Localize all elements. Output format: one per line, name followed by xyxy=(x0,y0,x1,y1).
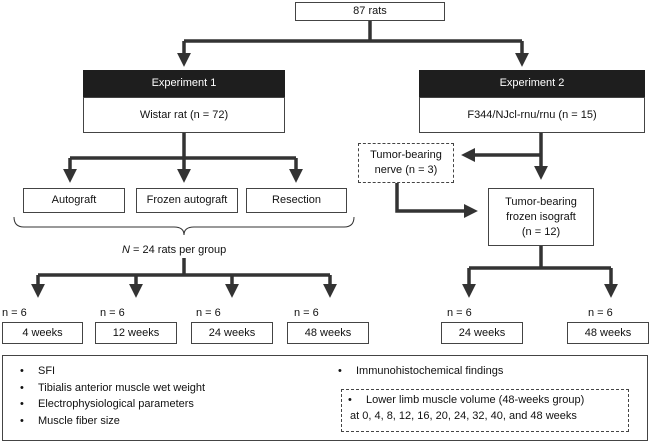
per-group-note: N = 24 rats per group xyxy=(122,243,226,257)
outcome-item: SFI xyxy=(14,363,205,380)
outcomes-right-list: Immunohistochemical findings xyxy=(332,363,503,380)
timepoint-box-4-weeks: 4 weeks xyxy=(2,322,83,344)
muscle-volume-box xyxy=(341,389,629,432)
outcome-item: Muscle fiber size xyxy=(14,413,205,430)
timepoint-label: 4 weeks xyxy=(22,326,63,339)
experiment2-subject-label: F344/NJcl-rnu/rnu (n = 15) xyxy=(467,108,597,121)
outcome-item: Immunohistochemical findings xyxy=(332,363,503,380)
tumor-bearing-nerve-box: Tumor-bearing nerve (n = 3) xyxy=(358,143,454,183)
experiment1-header: Experiment 1 xyxy=(83,70,285,97)
group-label: Frozen autograft xyxy=(146,194,228,206)
outcome-item: Lower limb muscle volume (48-weeks group… xyxy=(342,392,584,409)
group-label: Resection xyxy=(272,194,321,206)
root-box: 87 rats xyxy=(295,2,445,21)
experiment2-header-label: Experiment 2 xyxy=(499,77,565,89)
outcomes-box xyxy=(2,355,648,441)
n-label: n = 6 xyxy=(294,307,319,319)
experiment1-subject-label: Wistar rat (n = 72) xyxy=(139,108,229,121)
per-group-text: = 24 rats per group xyxy=(129,244,227,256)
tumor-bearing-isograft-box: Tumor-bearing frozen isograft (n = 12) xyxy=(488,188,594,246)
experiment1-header-label: Experiment 1 xyxy=(151,77,217,89)
group-box-frozen-autograft: Frozen autograft xyxy=(136,188,238,213)
n-label: n = 6 xyxy=(588,307,613,319)
experiment2-subject-box: F344/NJcl-rnu/rnu (n = 15) xyxy=(419,97,645,133)
timepoint-label: 24 weeks xyxy=(208,326,256,339)
outcomes-left-list: SFI Tibialis anterior muscle wet weight … xyxy=(14,363,205,429)
group-label: Autograft xyxy=(51,194,97,206)
experiment1-subject-box: Wistar rat (n = 72) xyxy=(83,97,285,133)
timepoint-label: 48 weeks xyxy=(304,326,352,339)
root-label: 87 rats xyxy=(353,5,387,17)
muscle-volume-list: Lower limb muscle volume (48-weeks group… xyxy=(342,392,584,409)
n-label: n = 6 xyxy=(196,307,221,319)
group-brace xyxy=(13,216,355,236)
isograft-line2: frozen isograft xyxy=(506,210,576,223)
outcome-item: Electrophysiological parameters xyxy=(14,396,205,413)
nerve-line1: Tumor-bearing xyxy=(370,149,442,161)
isograft-line3: (n = 12) xyxy=(521,225,561,238)
timepoint-box-48-weeks: 48 weeks xyxy=(287,322,369,344)
nerve-line2: nerve (n = 3) xyxy=(374,164,438,176)
timepoint-box-48-weeks-exp2: 48 weeks xyxy=(567,322,649,344)
n-label: n = 6 xyxy=(447,307,472,319)
timepoint-label: 12 weeks xyxy=(112,326,160,339)
muscle-volume-timepoints: at 0, 4, 8, 12, 16, 20, 24, 32, 40, and … xyxy=(350,410,577,422)
timepoint-box-24-weeks-exp2: 24 weeks xyxy=(441,322,523,344)
n-label: n = 6 xyxy=(100,307,125,319)
timepoint-label: 48 weeks xyxy=(584,326,632,339)
group-box-resection: Resection xyxy=(246,188,347,213)
outcome-item: Tibialis anterior muscle wet weight xyxy=(14,380,205,397)
timepoint-label: 24 weeks xyxy=(458,326,506,339)
connector-nerve-to-isograft xyxy=(395,183,478,218)
group-box-autograft: Autograft xyxy=(23,188,125,213)
n-label: n = 6 xyxy=(2,307,27,319)
timepoint-box-24-weeks: 24 weeks xyxy=(191,322,273,344)
timepoint-box-12-weeks: 12 weeks xyxy=(95,322,177,344)
per-group-symbol: N xyxy=(122,244,130,256)
experiment2-header: Experiment 2 xyxy=(419,70,645,97)
isograft-line1: Tumor-bearing xyxy=(505,195,577,208)
